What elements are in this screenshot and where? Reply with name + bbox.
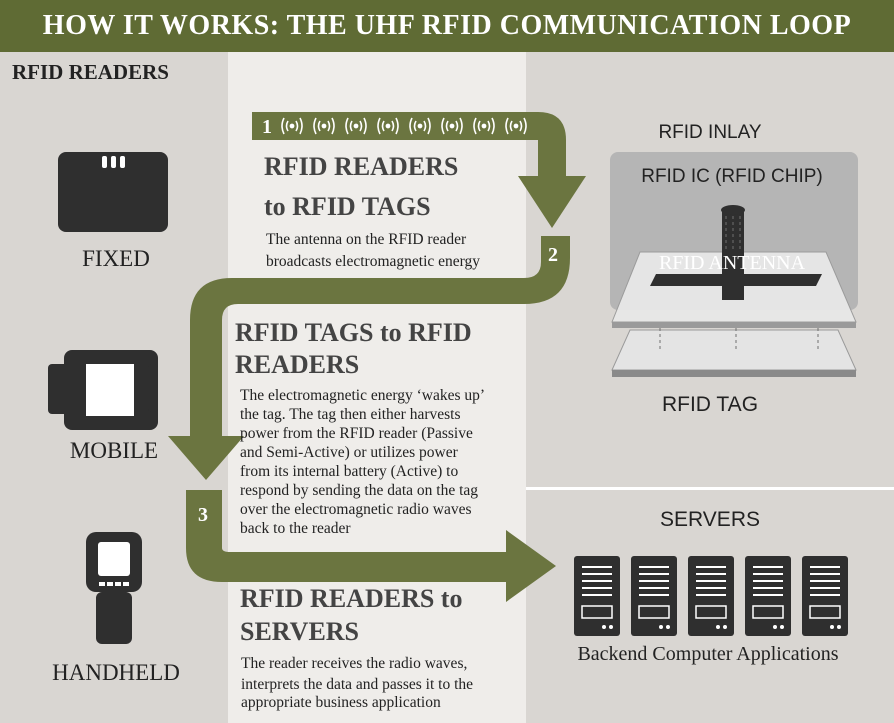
header-bar <box>0 0 894 52</box>
mobile-reader-icon <box>48 350 158 430</box>
step-2-desc-line: back to the reader <box>240 520 351 537</box>
step-1-title-line2: to RFID TAGS <box>264 192 431 221</box>
step-2-desc-line: power from the RFID reader (Passive <box>240 425 473 442</box>
step-2-desc-line: and Semi-Active) or utilizes power <box>240 444 458 461</box>
servers-caption: Backend Computer Applications <box>577 643 839 665</box>
steps-panel <box>228 52 526 723</box>
wave-icon <box>409 117 431 135</box>
step-2-desc-line: the tag. The tag then either harvests <box>240 406 461 423</box>
rfid-inlay-label: RFID INLAY <box>658 122 762 143</box>
mobile-label: MOBILE <box>69 438 159 463</box>
step-3-number: 3 <box>198 504 208 526</box>
rfid-tag-base <box>611 329 857 371</box>
rfid-tag-label: RFID TAG <box>661 393 759 416</box>
step-2-title-line1: RFID TAGS to RFID <box>235 318 472 347</box>
page-title: HOW IT WORKS: THE UHF RFID COMMUNICATION… <box>42 10 852 41</box>
step-1-number: 1 <box>262 116 272 138</box>
handheld-label: HANDHELD <box>52 660 180 685</box>
wave-icon <box>473 117 495 135</box>
handheld-reader-icon <box>86 532 142 644</box>
server-racks <box>574 556 848 636</box>
server-icon <box>745 556 791 636</box>
rfid-tag-illustration <box>610 152 858 377</box>
wave-icon <box>441 117 463 135</box>
servers-heading: SERVERS <box>660 508 760 531</box>
wave-icon <box>345 117 367 135</box>
step-2-desc-line: over the electromagnetic radio waves <box>240 501 472 518</box>
server-icon <box>688 556 734 636</box>
server-icon <box>631 556 677 636</box>
step-2-title-line2: READERS <box>235 350 360 379</box>
arrow-step-2 <box>168 236 570 480</box>
step-3-title-line1: RFID READERS to <box>240 584 463 613</box>
rfid-ic-label: RFID IC (RFID CHIP) <box>641 166 823 187</box>
step-2-number: 2 <box>548 244 558 266</box>
wave-icon <box>505 117 527 135</box>
fixed-label: FIXED <box>82 246 150 271</box>
server-icon <box>574 556 620 636</box>
wave-icon <box>281 117 303 135</box>
step-3-desc-line3: appropriate business application <box>241 694 441 711</box>
fixed-reader-icon <box>58 152 168 232</box>
server-icon <box>802 556 848 636</box>
chip-icon <box>721 205 745 215</box>
readers-heading: RFID READERS <box>12 60 169 84</box>
step-1-desc-line1: The antenna on the RFID reader <box>266 231 467 248</box>
step-3-title-line2: SERVERS <box>240 617 360 646</box>
radio-waves <box>281 117 527 135</box>
step-1-desc-line2: broadcasts electromagnetic energy <box>266 253 481 270</box>
step-1-title-line1: RFID READERS <box>264 152 459 181</box>
step-2-desc-line: The electromagnetic energy ‘wakes up’ <box>240 387 486 404</box>
chip-stem <box>722 212 744 300</box>
rfid-antenna-label: RFID ANTENNA <box>658 252 806 274</box>
step-2-desc-line: from its internal battery (Active) to <box>240 463 459 480</box>
reader-devices <box>48 152 168 644</box>
step-2-desc-line: respond by sending the data on the tag <box>240 482 479 499</box>
step-3-desc-line1: The reader receives the radio waves, <box>241 655 468 672</box>
wave-icon <box>377 117 399 135</box>
step-3-desc-line2: interprets the data and passes it to the <box>241 676 474 693</box>
wave-icon <box>313 117 335 135</box>
arrow-step-3 <box>186 490 556 602</box>
